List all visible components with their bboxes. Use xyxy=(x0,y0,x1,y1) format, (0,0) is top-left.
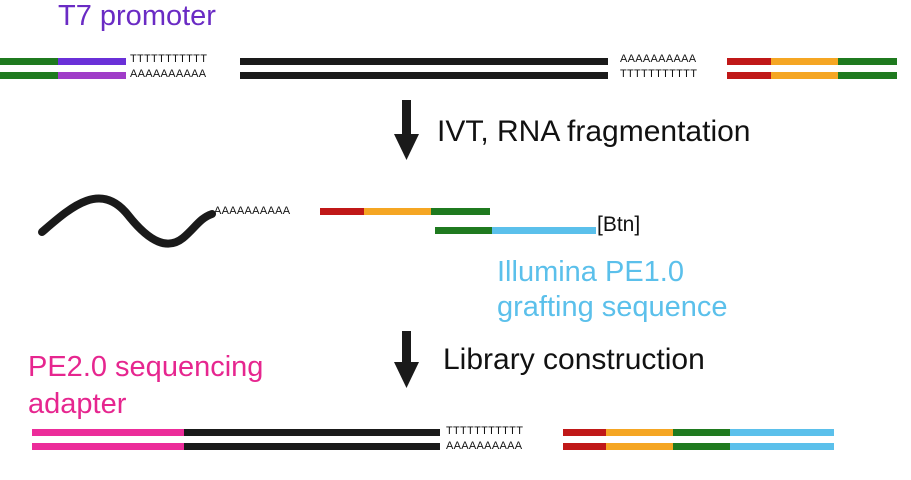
fragment-construct xyxy=(38,194,596,248)
green-segment-left-bottom xyxy=(0,72,58,79)
poly-t-sequence: TTTTTTTTTTT xyxy=(620,68,698,80)
orange-segment-bottom xyxy=(771,72,838,79)
green-segment-lib-bottom xyxy=(673,443,730,450)
green-segment-fragment xyxy=(431,208,490,215)
library-insert-bottom xyxy=(184,443,440,450)
orange-segment-top xyxy=(771,58,838,65)
pe2-adapter-top xyxy=(32,429,184,436)
illumina-label-line1: Illumina PE1.0 xyxy=(497,256,684,288)
poly-a-sequence: AAAAAAAAAA xyxy=(130,68,207,80)
biotin-label: [Btn] xyxy=(597,213,641,236)
poly-t-sequence: TTTTTTTTTTT xyxy=(130,53,208,65)
orange-segment-fragment xyxy=(364,208,431,215)
green-segment-right-bottom xyxy=(838,72,897,79)
top-construct xyxy=(0,58,897,79)
poly-a-sequence: AAAAAAAAAA xyxy=(214,205,291,217)
down-arrow-1 xyxy=(394,100,419,160)
poly-t-sequence: TTTTTTTTTTT xyxy=(446,425,524,437)
insert-strand-top xyxy=(240,58,608,65)
orange-segment-lib-top xyxy=(606,429,673,436)
poly-a-sequence: AAAAAAAAAA xyxy=(620,53,697,65)
red-segment-top xyxy=(727,58,771,65)
red-segment-fragment xyxy=(320,208,364,215)
t7-promoter-label: T7 promoter xyxy=(58,0,216,32)
pe2-adapter-label-line1: PE2.0 sequencing xyxy=(28,351,264,383)
insert-strand-bottom xyxy=(240,72,608,79)
pe2-adapter-label-line2: adapter xyxy=(28,388,127,420)
green-segment-primer xyxy=(435,227,492,234)
illumina-segment-lib-top xyxy=(730,429,834,436)
illumina-label-line2: grafting sequence xyxy=(497,291,728,323)
library-insert-top xyxy=(184,429,440,436)
library-construction-step-label: Library construction xyxy=(443,343,705,376)
red-segment-bottom xyxy=(727,72,771,79)
rna-fragment-wave xyxy=(38,194,216,248)
red-segment-lib-top xyxy=(563,429,606,436)
red-segment-lib-bottom xyxy=(563,443,606,450)
orange-segment-lib-bottom xyxy=(606,443,673,450)
ivt-fragmentation-step-label: IVT, RNA fragmentation xyxy=(437,115,751,148)
green-segment-lib-top xyxy=(673,429,730,436)
poly-a-sequence: AAAAAAAAAA xyxy=(446,440,523,452)
library-construct xyxy=(32,429,834,450)
pe2-adapter-bottom xyxy=(32,443,184,450)
t7-promoter-segment-bottom xyxy=(58,72,126,79)
down-arrow-2 xyxy=(394,331,419,388)
green-segment-right-top xyxy=(838,58,897,65)
illumina-pe1-segment xyxy=(492,227,596,234)
t7-promoter-segment-top xyxy=(58,58,126,65)
illumina-segment-lib-bottom xyxy=(730,443,834,450)
green-segment-left-top xyxy=(0,58,58,65)
